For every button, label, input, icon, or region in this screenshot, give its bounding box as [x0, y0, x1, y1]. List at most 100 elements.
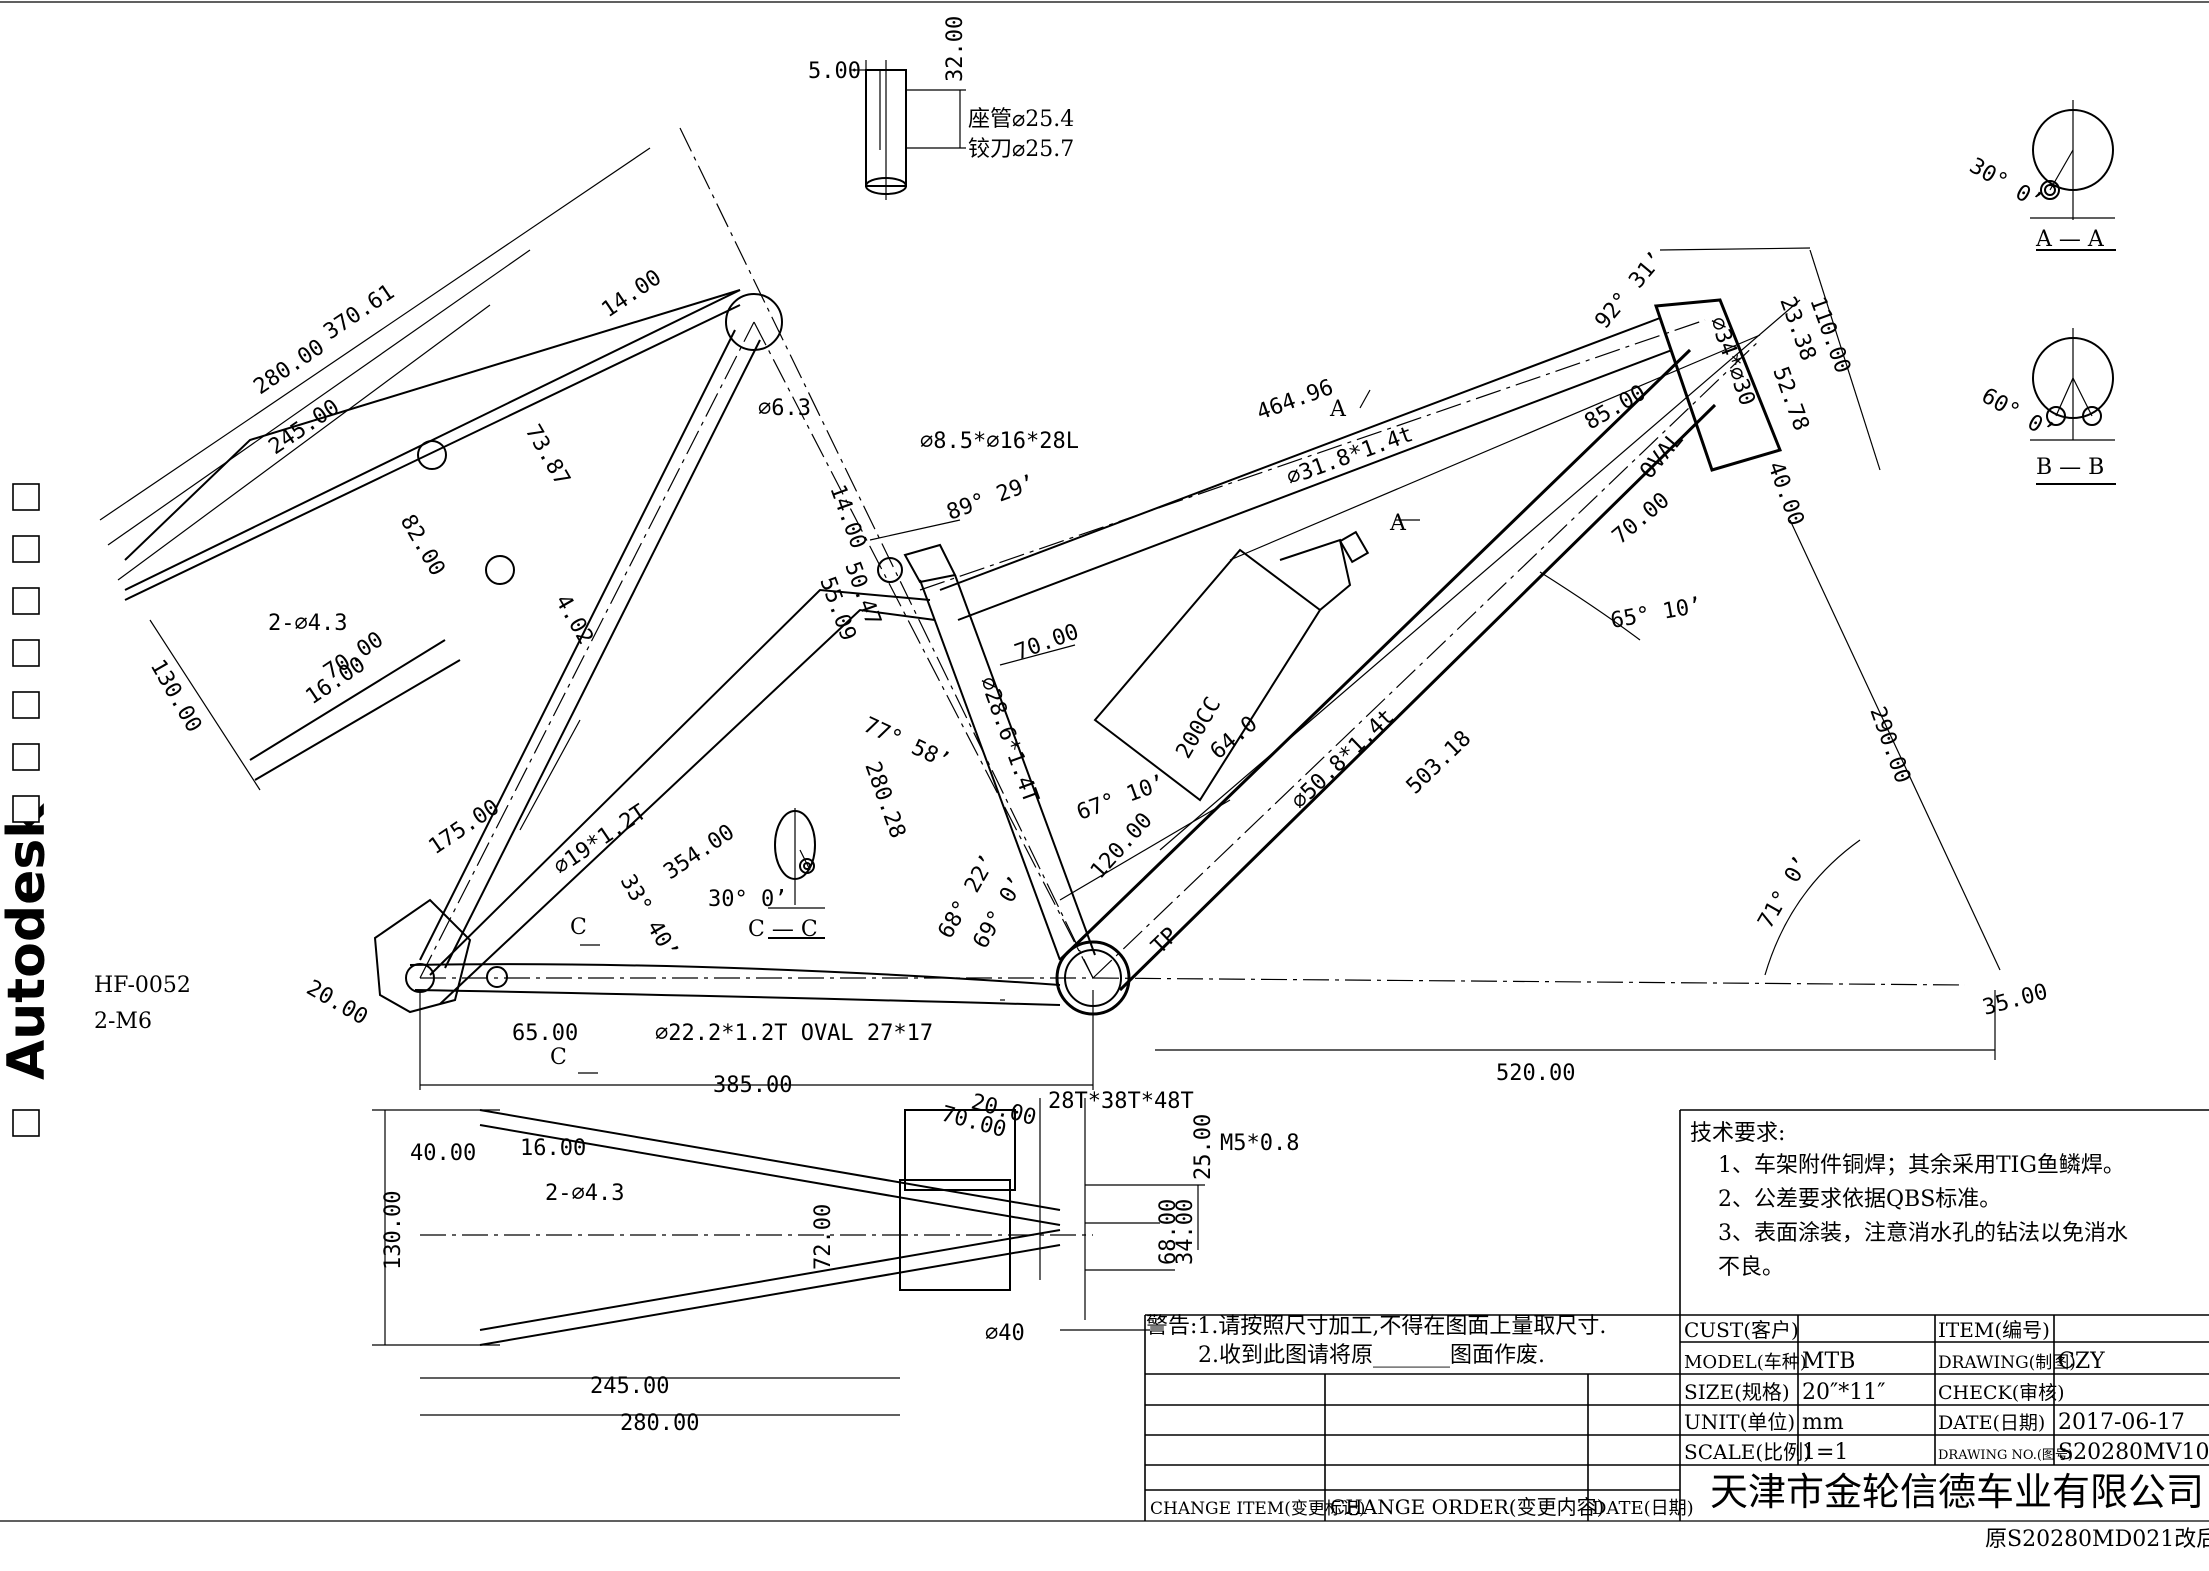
technical-requirements: 技术要求: 1、车架附件铜焊；其余采用TIG鱼鳞焊。 2、公差要求依据QBS标准…: [1690, 1121, 2128, 1280]
section-bb: 60° 0’ B — B: [1977, 328, 2116, 485]
seat-tube-detail: 5.00 32.00 座管⌀25.4 铰刀⌀25.7: [808, 16, 1074, 200]
svg-text:60° 0’: 60° 0’: [1977, 384, 2058, 445]
frame-bottom-view: 40.00 16.00 2-⌀4.3 130.00 70.00 20.00 M5…: [372, 1090, 1299, 1436]
svg-text:175.00: 175.00: [424, 795, 504, 860]
svg-text:SIZE(规格): SIZE(规格): [1684, 1380, 1790, 1404]
svg-text:CHECK(审核): CHECK(审核): [1938, 1382, 2065, 1404]
svg-text:130.00: 130.00: [381, 1191, 406, 1270]
svg-text:⌀40: ⌀40: [985, 1321, 1025, 1346]
autodesk-logo-text: Autodesk: [0, 803, 57, 1080]
svg-text:14.00: 14.00: [597, 265, 666, 323]
svg-text:89° 29’: 89° 29’: [944, 470, 1040, 525]
svg-text:32.00: 32.00: [943, 16, 968, 82]
svg-text:130.00: 130.00: [145, 656, 206, 737]
autodesk-watermark: Autodesk: [0, 483, 57, 1137]
svg-text:2-⌀4.3: 2-⌀4.3: [268, 611, 347, 636]
title-block: 警告:1.请按照尺寸加工,不得在图面上量取尺寸. 2.收到此图请将原______…: [1144, 1109, 2209, 1552]
svg-text:385.00: 385.00: [713, 1073, 792, 1098]
section-cc: 30° 0’ C — C: [708, 808, 825, 942]
svg-text:⌀28.6*1.4T: ⌀28.6*1.4T: [974, 674, 1043, 807]
svg-text:mm: mm: [1802, 1410, 1844, 1435]
svg-text:DATE(日期): DATE(日期): [1938, 1412, 2045, 1434]
svg-text:34.00: 34.00: [1173, 1199, 1198, 1265]
svg-text:技术要求:: 技术要求:: [1690, 1121, 1785, 1146]
svg-text:520.00: 520.00: [1496, 1061, 1575, 1086]
svg-text:A — A: A — A: [2035, 227, 2105, 252]
svg-text:DRAWING(制图): DRAWING(制图): [1938, 1353, 2076, 1373]
svg-text:A: A: [1389, 511, 1407, 536]
svg-text:370.61: 370.61: [319, 280, 399, 345]
svg-text:不良。: 不良。: [1718, 1255, 1784, 1280]
svg-text:16.00: 16.00: [520, 1136, 586, 1161]
svg-text:65.00: 65.00: [512, 1021, 578, 1046]
svg-text:CHANGE ITEM(变更标记): CHANGE ITEM(变更标记): [1150, 1499, 1366, 1519]
svg-text:⌀19*1.2T: ⌀19*1.2T: [549, 800, 651, 880]
svg-text:85.00: 85.00: [1581, 380, 1651, 435]
svg-text:65° 10’: 65° 10’: [1609, 593, 1705, 634]
svg-text:UNIT(单位): UNIT(单位): [1684, 1410, 1795, 1434]
svg-text:铰刀⌀25.7: 铰刀⌀25.7: [968, 137, 1074, 162]
note-hf: HF-0052: [94, 973, 191, 998]
svg-text:5.00: 5.00: [808, 59, 861, 84]
svg-text:原S20280MD021改后钢: 原S20280MD021改后钢: [1985, 1527, 2209, 1552]
svg-text:⌀8.5*⌀16*28L: ⌀8.5*⌀16*28L: [920, 429, 1079, 454]
svg-text:20″*11″: 20″*11″: [1802, 1380, 1885, 1405]
svg-text:C: C: [570, 915, 587, 940]
svg-text:⌀31.8*1.4t: ⌀31.8*1.4t: [1284, 422, 1417, 491]
svg-text:30° 0’: 30° 0’: [708, 887, 787, 912]
svg-text:1、车架附件铜焊；其余采用TIG鱼鳞焊。: 1、车架附件铜焊；其余采用TIG鱼鳞焊。: [1718, 1153, 2125, 1178]
svg-text:2、公差要求依据QBS标准。: 2、公差要求依据QBS标准。: [1718, 1187, 2001, 1212]
svg-text:座管⌀25.4: 座管⌀25.4: [968, 107, 1074, 132]
svg-text:DATE(日期): DATE(日期): [1592, 1498, 1694, 1519]
svg-text:2.收到此图请将原_______图面作废.: 2.收到此图请将原_______图面作废.: [1198, 1343, 1545, 1368]
svg-text:40.00: 40.00: [410, 1141, 476, 1166]
svg-text:1=1: 1=1: [1802, 1440, 1848, 1465]
svg-text:CZY: CZY: [2058, 1349, 2105, 1374]
svg-text:⌀34*⌀30: ⌀34*⌀30: [1704, 314, 1759, 410]
svg-text:82.00: 82.00: [395, 511, 450, 581]
svg-text:245.00: 245.00: [590, 1374, 669, 1399]
svg-text:⌀50.8*1.4t: ⌀50.8*1.4t: [1287, 704, 1400, 814]
note-m6: 2-M6: [94, 1009, 152, 1034]
svg-text:14.00: 14.00: [824, 482, 870, 553]
svg-text:MTB: MTB: [1802, 1349, 1855, 1374]
svg-text:67° 10’: 67° 10’: [1074, 770, 1170, 825]
svg-text:2-⌀4.3: 2-⌀4.3: [545, 1181, 624, 1206]
svg-text:M5*0.8: M5*0.8: [1220, 1131, 1299, 1156]
svg-text:68.00: 68.00: [1156, 1199, 1181, 1265]
svg-text:52.78: 52.78: [1767, 364, 1813, 435]
svg-text:MODEL(车种): MODEL(车种): [1684, 1352, 1807, 1373]
svg-text:20.00: 20.00: [302, 976, 372, 1031]
svg-text:SCALE(比例): SCALE(比例): [1684, 1440, 1811, 1464]
frame-main-view: 370.61 280.00 245.00 14.00 73.87 82.00 4…: [99, 127, 2051, 1114]
section-aa: 30° 0’ A — A: [1965, 100, 2116, 252]
svg-text:28T*38T*48T: 28T*38T*48T: [1048, 1089, 1194, 1114]
svg-text:70.00: 70.00: [1608, 488, 1675, 550]
svg-text:C: C: [550, 1045, 567, 1070]
svg-text:25.00: 25.00: [1191, 1114, 1216, 1180]
svg-text:354.00: 354.00: [659, 820, 739, 885]
svg-text:S20280MV107: S20280MV107: [2058, 1440, 2209, 1465]
svg-text:92° 31’: 92° 31’: [1590, 247, 1669, 334]
svg-text:DRAWING NO.(图号): DRAWING NO.(图号): [1938, 1448, 2073, 1463]
svg-text:280.00: 280.00: [249, 335, 329, 400]
svg-text:72.00: 72.00: [811, 1204, 836, 1270]
svg-text:280.00: 280.00: [620, 1411, 699, 1436]
svg-text:280.28: 280.28: [859, 759, 910, 842]
svg-text:B — B: B — B: [2036, 455, 2104, 480]
svg-text:73.87: 73.87: [520, 421, 575, 491]
svg-text:⌀6.3: ⌀6.3: [758, 396, 811, 421]
svg-text:70.00: 70.00: [1012, 619, 1083, 665]
svg-text:CHANGE ORDER(变更内容): CHANGE ORDER(变更内容): [1330, 1495, 1604, 1519]
svg-text:C — C: C — C: [748, 917, 818, 942]
svg-text:TP: TP: [1147, 923, 1183, 959]
svg-text:A: A: [1329, 397, 1347, 422]
svg-text:天津市金轮信德车业有限公司: 天津市金轮信德车业有限公司: [1710, 1470, 2204, 1514]
svg-text:290.00: 290.00: [1864, 704, 1915, 787]
svg-text:OVAL: OVAL: [1635, 427, 1688, 484]
svg-text:2017-06-17: 2017-06-17: [2058, 1410, 2185, 1435]
svg-text:464.96: 464.96: [1254, 375, 1337, 426]
svg-text:警告:1.请按照尺寸加工,不得在图面上量取尺寸.: 警告:1.请按照尺寸加工,不得在图面上量取尺寸.: [1146, 1314, 1606, 1339]
svg-text:35.00: 35.00: [1980, 980, 2050, 1021]
